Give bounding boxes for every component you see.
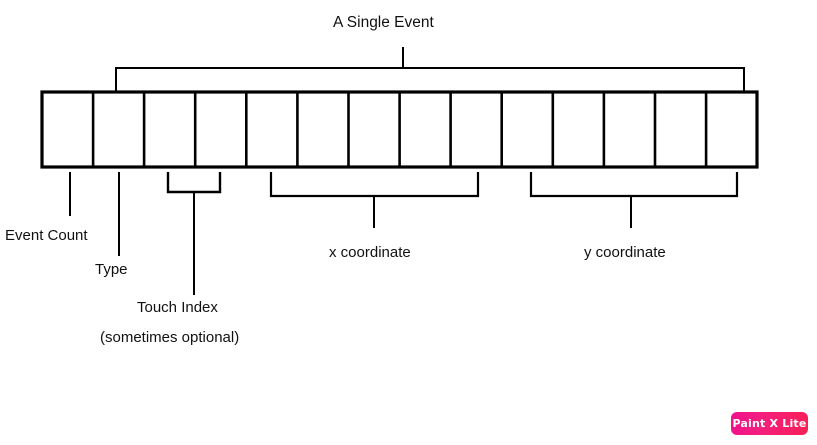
bracket-y-coordinate (529, 172, 739, 198)
top-bracket-a-single-event (115, 67, 745, 92)
paint-x-lite-watermark: Paint X Lite (731, 412, 808, 435)
label-y-coordinate: y coordinate (584, 244, 666, 261)
label-type: Type (95, 261, 128, 278)
label-touch-index-note: (sometimes optional) (100, 329, 240, 346)
bracket-touch-index (166, 172, 222, 194)
label-event-count: Event Count (5, 227, 88, 244)
label-touch-index: Touch Index (137, 299, 218, 316)
bar-cell-dividers (91, 92, 708, 167)
bracket-x-coordinate (269, 172, 480, 198)
watermark-text: Paint X Lite (732, 417, 807, 430)
diagram-title: A Single Event (333, 14, 434, 31)
label-x-coordinate: x coordinate (329, 244, 411, 261)
